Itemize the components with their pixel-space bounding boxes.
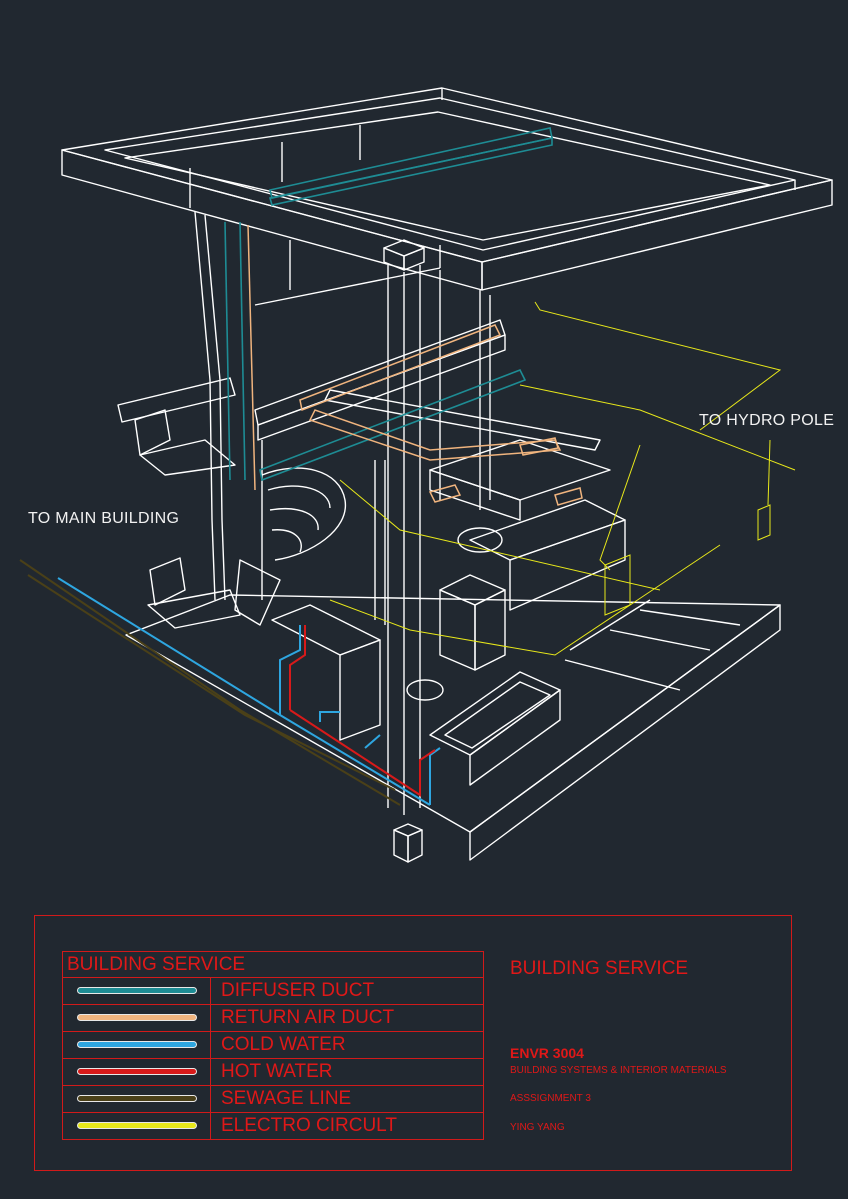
sheet-title: BUILDING SERVICE <box>510 958 689 979</box>
legend-label: HOT WATER <box>221 1061 333 1082</box>
spiral-stair <box>234 440 346 626</box>
return-air-duct-swatch <box>77 1014 197 1021</box>
legend-row-sewage-line: SEWAGE LINE <box>63 1086 483 1113</box>
legend-label: COLD WATER <box>221 1034 346 1055</box>
roof-frame <box>61 87 833 291</box>
to-main-building-label: TO MAIN BUILDING <box>28 510 180 527</box>
floor-beams <box>117 319 611 521</box>
electro-circuit-swatch <box>77 1122 197 1129</box>
title-block-frame <box>34 915 792 1171</box>
legend-row-hot-water: HOT WATER <box>63 1059 483 1086</box>
service-lines <box>19 559 441 806</box>
course-code: ENVR 3004 <box>510 1045 584 1061</box>
return-air-duct-run <box>247 224 583 506</box>
legend-row-diffuser-duct: DIFFUSER DUCT <box>63 978 483 1005</box>
lower-platform <box>125 594 781 861</box>
electrical-circuit-run <box>329 301 796 656</box>
author-name: YING YANG <box>510 1122 565 1133</box>
legend-label: RETURN AIR DUCT <box>221 1007 395 1028</box>
legend-table: BUILDING SERVICE DIFFUSER DUCT RETURN AI… <box>62 951 484 1140</box>
fixtures <box>271 499 626 786</box>
legend-row-cold-water: COLD WATER <box>63 1032 483 1059</box>
legend-row-return-air-duct: RETURN AIR DUCT <box>63 1005 483 1032</box>
legend-label: SEWAGE LINE <box>221 1088 352 1109</box>
legend-heading: BUILDING SERVICE <box>63 952 483 978</box>
course-name: BUILDING SYSTEMS & INTERIOR MATERIALS <box>510 1065 727 1076</box>
assignment-label: ASSSIGNMENT 3 <box>510 1093 591 1104</box>
cold-water-swatch <box>77 1041 197 1048</box>
legend-row-electro-circuit: ELECTRO CIRCULT <box>63 1113 483 1140</box>
diffuser-duct-swatch <box>77 987 197 994</box>
legend-label: DIFFUSER DUCT <box>221 980 375 1001</box>
legend-label: ELECTRO CIRCULT <box>221 1115 397 1136</box>
main-column <box>383 239 425 863</box>
sewage-line-swatch <box>77 1095 197 1102</box>
to-hydro-pole-label: TO HYDRO POLE <box>699 412 835 429</box>
diffuser-duct-run <box>224 127 553 482</box>
hot-water-swatch <box>77 1068 197 1075</box>
